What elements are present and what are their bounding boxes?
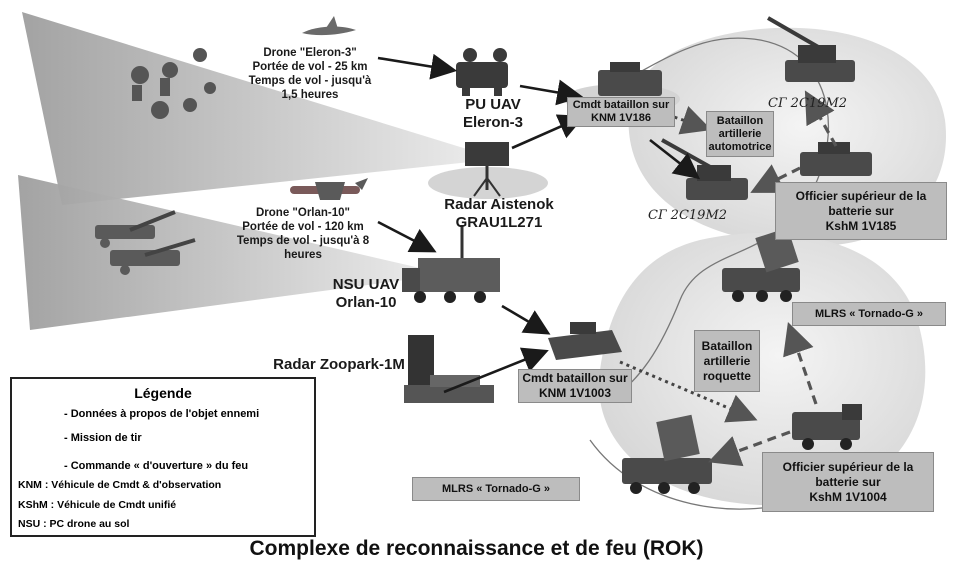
box-officier-1v1004-line1: Officier supérieur de la xyxy=(782,459,914,474)
box-officier-1v185: Officier supérieur de la batterie sur Ks… xyxy=(775,182,947,240)
radar-aistenok-line1: Radar Aistenok xyxy=(444,196,554,213)
pu-uav-equipment xyxy=(456,48,508,96)
kshm-1v185-vehicle xyxy=(800,142,872,176)
dashed-1v1004-to-mlrs-bottom xyxy=(707,430,791,467)
recon-cone-eleron xyxy=(22,12,470,205)
dashed-1v185-to-sg-mid xyxy=(750,164,801,193)
drone-orlan-icon xyxy=(290,178,368,200)
drone-eleron-caption: Drone "Eleron-3" Portée de vol - 25 km T… xyxy=(240,46,380,102)
arrow-pu-to-knm1v186 xyxy=(519,79,584,106)
legend-abbr-knm: KNM : Véhicule de Cmdt & d'observation xyxy=(18,479,222,491)
box-knm-1v186: Cmdt bataillon sur KNM 1V186 xyxy=(567,97,675,127)
enemy-troops-1 xyxy=(131,48,216,119)
arrow-eleron-to-pu xyxy=(377,53,458,80)
dotted-knm1v1003-to-rocket xyxy=(619,360,758,423)
drone-eleron-endurance-1: Temps de vol - jusqu'à xyxy=(248,75,372,87)
box-bataillon-automotrice: Bataillon artillerie automotrice xyxy=(706,111,774,157)
dashed-1v1004-to-mlrs-right xyxy=(783,321,818,405)
arrow-nsu-to-knm1v1003 xyxy=(501,304,551,335)
legend-dotted-label: - Mission de tir xyxy=(64,432,142,444)
radar-aistenok-equipment xyxy=(465,142,509,197)
radar-aistenok-line2: GRAU1L271 xyxy=(455,214,543,231)
drone-orlan-endurance-2: heures xyxy=(284,249,322,261)
drone-orlan-range: Portée de vol - 120 km xyxy=(242,221,364,233)
radar-zoopark-label: Radar Zoopark-1M xyxy=(273,356,405,373)
sg-2s19m2-top-vehicle xyxy=(767,16,855,82)
box-officier-1v1004-line2: batterie sur xyxy=(815,474,881,489)
sg-2s19m2-top-label: СГ 2С19М2 xyxy=(768,96,848,111)
box-bataillon-roquette-line3: roquette xyxy=(702,368,751,383)
box-knm-1v186-line1: Cmdt bataillon sur xyxy=(572,99,670,111)
drone-orlan-caption: Drone "Orlan-10" Portée de vol - 120 km … xyxy=(228,206,378,262)
box-officier-1v1004-line3: KshM 1V1004 xyxy=(809,489,887,504)
legend-abbr-kshm: KShM : Véhicule de Cmdt unifié xyxy=(18,499,177,511)
nsu-truck xyxy=(402,225,500,303)
enemy-artillery-2 xyxy=(95,210,196,275)
arrow-zoopark-to-knm1v1003 xyxy=(443,347,549,394)
drone-orlan-endurance-1: Temps de vol - jusqu'à 8 xyxy=(236,235,370,247)
pu-uav-line1: PU UAV xyxy=(465,96,521,113)
box-knm-1v1003-line2: KNM 1V1003 xyxy=(538,386,612,400)
nsu-uav-label: NSU UAV Orlan-10 xyxy=(326,276,406,312)
box-bataillon-auto-line3: automotrice xyxy=(708,140,772,153)
radar-zoopark-vehicle xyxy=(404,335,494,403)
arrow-knm1v186-to-sg xyxy=(649,138,701,180)
drone-eleron-endurance-2: 1,5 heures xyxy=(281,89,339,101)
box-officier-1v185-line1: Officier supérieur de la xyxy=(795,188,927,203)
nsu-uav-line1: NSU UAV xyxy=(332,276,400,293)
pu-uav-label: PU UAV Eleron-3 xyxy=(448,96,538,132)
radar-aistenok-label: Radar Aistenok GRAU1L271 xyxy=(434,196,564,232)
arrow-orlan-to-nsu xyxy=(377,220,437,253)
legend-title: Légende xyxy=(134,385,192,401)
box-bataillon-roquette-line1: Bataillon xyxy=(701,338,753,353)
legend-solid-label: - Données à propos de l'objet ennemi xyxy=(64,408,260,420)
box-mlrs-right: MLRS « Tornado-G » xyxy=(792,302,946,326)
drone-eleron-icon xyxy=(302,16,356,36)
recon-cone-orlan xyxy=(18,175,420,330)
sg-2s19m2-mid-label: СГ 2С19М2 xyxy=(648,208,728,223)
box-bataillon-auto-line2: artillerie xyxy=(718,127,762,140)
mlrs-bottom-vehicle xyxy=(622,414,712,494)
box-officier-1v185-line3: KshM 1V185 xyxy=(825,218,897,233)
drone-eleron-name: Drone "Eleron-3" xyxy=(263,47,357,59)
box-officier-1v1004: Officier supérieur de la batterie sur Ks… xyxy=(762,452,934,512)
box-bataillon-auto-line1: Bataillon xyxy=(716,114,764,127)
drone-orlan-name: Drone "Orlan-10" xyxy=(256,207,350,219)
kshm-1v1004-vehicle xyxy=(792,404,862,450)
box-knm-1v186-line2: KNM 1V186 xyxy=(591,112,651,124)
knm-1v186-vehicle xyxy=(598,62,662,96)
dashed-1v185-to-sg-top xyxy=(804,90,838,147)
nsu-uav-line2: Orlan-10 xyxy=(335,294,397,311)
diagram-title: Complexe de reconnaissance et de feu (RO… xyxy=(249,537,704,560)
legend-abbr-nsu: NSU : PC drone au sol xyxy=(18,518,130,530)
box-knm-1v1003-line1: Cmdt bataillon sur xyxy=(522,371,628,385)
legend-box: Légende - Données à propos de l'objet en… xyxy=(10,377,316,537)
pu-uav-line2: Eleron-3 xyxy=(462,114,523,131)
box-knm-1v1003: Cmdt bataillon sur KNM 1V1003 xyxy=(518,369,632,403)
dotted-knm1v186-to-bataillon xyxy=(647,105,712,135)
box-mlrs-bottom: MLRS « Tornado-G » xyxy=(412,477,580,501)
box-officier-1v185-line2: batterie sur xyxy=(828,203,894,218)
box-bataillon-roquette: Bataillon artillerie roquette xyxy=(694,330,760,392)
box-bataillon-roquette-line2: artillerie xyxy=(703,353,751,368)
legend-dashed-label: - Commande « d'ouverture » du feu xyxy=(64,460,249,472)
knm-1v1003-vehicle xyxy=(548,322,622,360)
drone-eleron-range: Portée de vol - 25 km xyxy=(252,61,368,73)
